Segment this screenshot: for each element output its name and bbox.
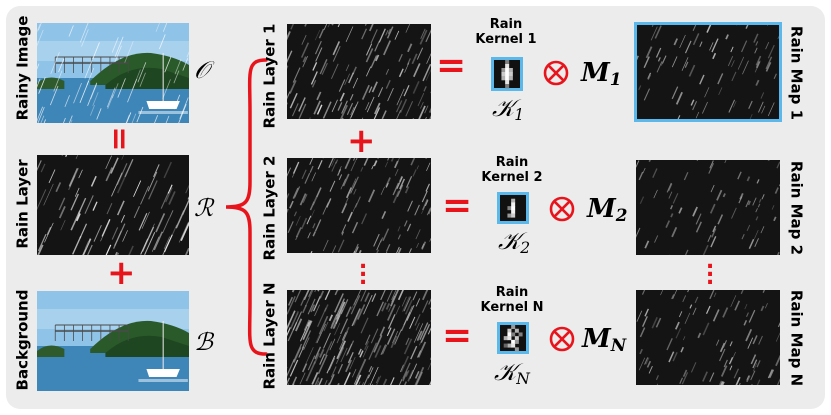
plus-middle: +	[347, 121, 376, 161]
rain-map-1-label: Rain Map 1	[787, 25, 806, 121]
kernel-2-title-line2: Kernel 2	[481, 170, 543, 185]
convolution-operator-1	[543, 60, 569, 86]
kernel-2-symbol: 𝒦2	[498, 227, 531, 257]
rain-layer-2-label: Rain Layer 2	[260, 155, 279, 261]
equals-row-n: =	[442, 315, 473, 356]
vertical-dots-maps: ...	[705, 249, 715, 290]
rain-layer-n-label: Rain Layer N	[260, 282, 279, 390]
background-symbol: ℬ	[194, 328, 213, 356]
rain-layer-image	[37, 155, 189, 255]
convolution-operator-2	[549, 196, 575, 222]
kernel-1-symbol: 𝒦1	[492, 94, 525, 124]
kernel-n-image	[497, 322, 529, 354]
brace-connector	[225, 58, 268, 356]
rain-symbol: ℛ	[194, 194, 214, 222]
rain-layer-2-image	[287, 158, 431, 253]
kernel-1-title: Rain Kernel 1	[461, 17, 551, 47]
equals-row-1: =	[436, 45, 467, 86]
rainy-image	[37, 23, 189, 123]
equals-row-2: =	[442, 185, 473, 226]
rain-layer-1-image	[287, 24, 431, 119]
background-image	[37, 291, 189, 391]
convolution-operator-n	[549, 326, 575, 352]
map-n-symbol: MN	[582, 324, 627, 356]
kernel-n-symbol: 𝒦N	[494, 358, 530, 388]
equals-vertical: =	[101, 126, 137, 152]
kernel-2-title-line1: Rain	[495, 155, 529, 170]
rain-layer-label: Rain Layer	[13, 159, 32, 249]
plus-left: +	[107, 253, 136, 293]
rain-map-2-label: Rain Map 2	[787, 160, 806, 256]
kernel-1-title-line2: Kernel 1	[475, 32, 537, 47]
map-1-symbol: M1	[581, 58, 622, 90]
map-2-symbol: M2	[587, 194, 628, 226]
kernel-n-title-line1: Rain	[495, 285, 529, 300]
rain-layer-n-image	[287, 290, 431, 385]
vertical-dots-layers: ...	[358, 249, 368, 290]
kernel-n-title: Rain Kernel N	[467, 285, 557, 315]
observed-symbol: 𝒪	[194, 56, 210, 84]
background-label: Background	[13, 289, 32, 391]
kernel-1-title-line1: Rain	[489, 17, 523, 32]
kernel-2-image	[497, 192, 529, 224]
rainy-image-label: Rainy Image	[13, 15, 32, 121]
kernel-n-title-line2: Kernel N	[480, 300, 544, 315]
rain-map-n-label: Rain Map N	[787, 289, 806, 387]
kernel-1-image	[491, 57, 523, 91]
rain-map-1-image	[634, 22, 782, 122]
kernel-2-title: Rain Kernel 2	[467, 155, 557, 185]
rain-map-n-image	[636, 290, 780, 385]
rain-layer-1-label: Rain Layer 1	[260, 23, 279, 129]
rain-map-2-image	[636, 160, 780, 255]
